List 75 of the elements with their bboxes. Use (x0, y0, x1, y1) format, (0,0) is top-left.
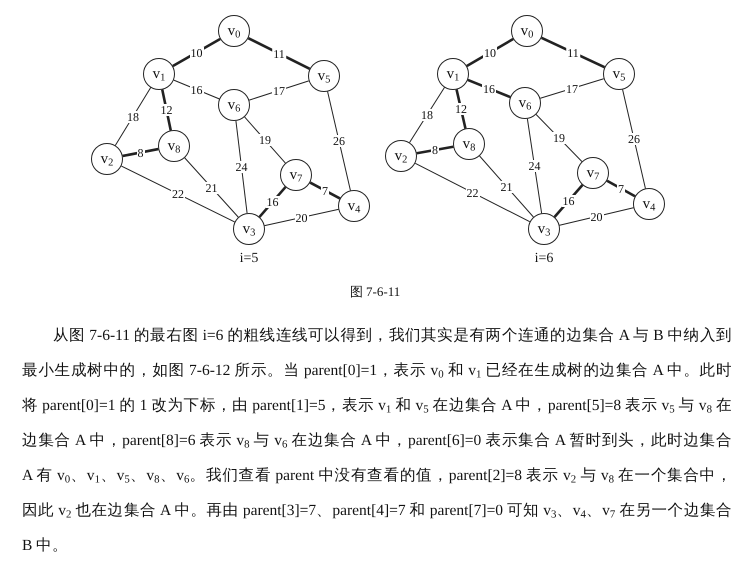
edge-label: 11 (566, 46, 580, 58)
edge-line (264, 208, 339, 226)
vertex-circle: v$_{0}$ (511, 15, 543, 47)
edge-label: 16 (190, 84, 204, 96)
vertex-circle: v$_{2}$ (91, 143, 123, 175)
vertex-circle: v$_{0}$ (218, 15, 250, 47)
edge-line (414, 162, 530, 222)
edge-line (184, 157, 239, 218)
edge-label: 11 (272, 48, 286, 60)
vertex-circle: v$_{8}$ (158, 130, 190, 162)
vertex-circle: v$_{6}$ (509, 87, 541, 119)
edge-line (540, 36, 606, 68)
edge-label: 18 (420, 109, 434, 121)
edge-label: 18 (126, 110, 140, 122)
vertex-circle: v$_{2}$ (385, 140, 417, 172)
edge-label: 10 (190, 46, 204, 58)
edge-label: 17 (272, 84, 286, 96)
edge-label: 16 (562, 195, 576, 207)
graph-caption: i=6 (534, 251, 554, 267)
vertex-circle: v$_{8}$ (453, 128, 485, 160)
vertex-circle: v$_{3}$ (528, 213, 560, 245)
vertex-circle: v$_{5}$ (308, 60, 340, 92)
edge-label: 16 (266, 196, 280, 208)
edge-label: 24 (528, 160, 542, 172)
vertex-circle: v$_{7}$ (577, 157, 609, 189)
edge-line (416, 146, 454, 154)
edge-label: 7 (321, 184, 329, 196)
edge-label: 17 (565, 82, 579, 94)
vertex-circle: v$_{1}$ (437, 58, 469, 90)
vertex-circle: v$_{4}$ (633, 188, 665, 220)
edge-line (606, 180, 636, 198)
graph-caption: i=5 (240, 251, 258, 267)
vertex-circle: v$_{1}$ (143, 58, 175, 90)
body-paragraph: 从图 7-6-11 的最右图 i=6 的粗线连线可以得到，我们其实是有两个连通的边集合 A 与 B 中纳入到最小生成树中的，如图 7-6-12 所示。当 parent[0]=1，表示 v$_{0}$ 和 v$_{1}$ 已经在生成树的边集合 A 中。此时将 parent[0]=1 的 1 改为下标，由 parent[1]=5，表示 v$_{1}$ 和 v$_{5}$ 在边集合 A 中，parent[5]=8 表示 v$_{5}$ 与 v$_{8}$ 在边集合 A 中，parent[8]=6 表示 v$_{8}$ 与 v$_{6}$ 在边集合 A 中，parent[6]=0 表示集合 A 暂时到头，此时边集合 A 有 v$_{0}$、v$_{1}$、v$_{5}$、v$_{8}$、v$_{6}$。我们查看 parent 中没有查看的值，parent[2]=8 表示 v$_{2}$ 与 v$_{8}$ 在一个集合中，因此 v$_{2}$ 也在边集合 A 中。再由 parent[3]=7、parent[4]=7 和 parent[7]=0 可知 v$_{3}$、v$_{4}$、v$_{7}$ 在另一个边集合 B 中。 (22, 326, 732, 556)
edge-line (120, 166, 236, 222)
edge-label: 21 (204, 182, 218, 194)
edge-label: 24 (234, 161, 248, 173)
edge-label: 19 (552, 132, 566, 144)
edge-label: 26 (627, 133, 641, 145)
edge-label: 22 (466, 186, 480, 198)
edge-label: 20 (294, 212, 308, 224)
figure-caption: 图 7-6-11 (350, 283, 400, 301)
vertex-circle: v$_{4}$ (338, 190, 370, 222)
vertex-circle: v$_{6}$ (218, 89, 250, 121)
edge-line (526, 118, 542, 214)
edge-line (235, 120, 248, 214)
edge-line (310, 181, 340, 200)
edge-line (248, 37, 310, 70)
edge-label: 20 (590, 210, 604, 222)
edge-label: 10 (483, 46, 497, 58)
edge-label: 8 (136, 146, 144, 158)
edge-label: 8 (431, 144, 439, 156)
vertex-circle: v$_{5}$ (603, 58, 635, 90)
edge-label: 7 (617, 182, 625, 194)
edge-label: 19 (258, 134, 272, 146)
edge-line (409, 87, 445, 143)
edge-line (455, 89, 467, 129)
edge-line (540, 78, 604, 99)
edge-line (248, 80, 310, 101)
edge-line (327, 91, 351, 191)
edge-line (114, 87, 152, 146)
edge-line (536, 114, 582, 162)
edge-label: 26 (332, 135, 346, 147)
edge-line (622, 89, 646, 189)
edge-line (244, 116, 286, 164)
vertex-circle: v$_{7}$ (280, 159, 312, 191)
edge-line (559, 207, 634, 226)
edge-label: 16 (482, 82, 496, 94)
edge-label: 22 (171, 188, 185, 200)
edge-line (161, 89, 172, 131)
edge-label: 12 (160, 104, 174, 116)
edge-label: 12 (454, 103, 468, 115)
edge-line (479, 156, 534, 218)
vertex-circle: v$_{3}$ (233, 213, 265, 245)
edge-label: 21 (500, 180, 514, 192)
